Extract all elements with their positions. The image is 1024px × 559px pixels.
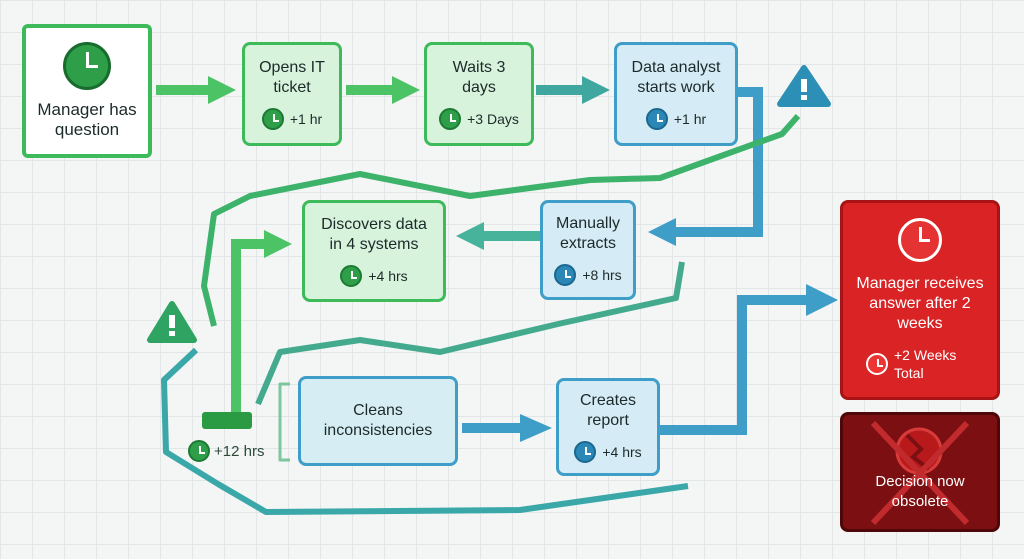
arrow-head [648, 218, 676, 246]
node-label: Manager has question [37, 100, 137, 139]
arrow-head [520, 414, 552, 442]
time-label: +8 hrs [582, 267, 622, 283]
node-analyst-starts: Data analyst starts work +1 hr [614, 42, 738, 146]
time-label: +1 hr [289, 111, 323, 127]
node-label: Decision now obsolete [875, 473, 965, 510]
bracket [278, 382, 290, 462]
time-label: +3 Days [467, 111, 519, 127]
time-label: +12 hrs [214, 442, 265, 460]
node-label: Opens IT ticket [259, 59, 325, 96]
clock-icon [645, 108, 668, 130]
node-opens-ticket: Opens IT ticket +1 hr [242, 42, 342, 146]
cleans-time: +12 hrs [188, 440, 264, 462]
node-label: Data analyst starts work [631, 59, 721, 96]
node-label: Waits 3 days [452, 59, 506, 96]
arrow-head [806, 284, 838, 316]
time-label: +4 hrs [368, 268, 408, 284]
clock-icon [898, 218, 942, 262]
arrow-head [208, 76, 236, 104]
time-label: +1 hr [673, 111, 707, 127]
time-label: +4 hrs [602, 444, 642, 460]
node-obsolete: Decision now obsolete [840, 412, 1000, 532]
node-creates-report: Creates report +4 hrs [556, 378, 660, 476]
process-bar [202, 412, 252, 429]
node-label: Cleans inconsistencies [323, 402, 433, 439]
arrow-head [264, 230, 292, 258]
broken-clock-icon [870, 420, 970, 526]
arrow-up-to-discover [231, 239, 266, 412]
node-receives-answer: Manager receives answer after 2 weeks +2… [840, 200, 1000, 400]
warning-icon [147, 301, 197, 343]
connector-arrows [156, 76, 838, 442]
loop-line-bottom [161, 347, 689, 515]
node-label: Manager receives answer after 2 weeks [856, 275, 984, 332]
loop-line-middle [255, 261, 685, 406]
arrow-head [392, 76, 420, 104]
arrow-head [582, 76, 610, 104]
node-manually-extracts: Manually extracts +8 hrs [540, 200, 636, 300]
loop-line-top [201, 114, 801, 327]
clock-icon [340, 265, 363, 287]
time-label: +2 Weeks Total [894, 347, 957, 381]
warning-icon [777, 65, 831, 107]
clock-icon [188, 440, 210, 462]
clock-icon [439, 108, 462, 130]
clock-icon [261, 108, 284, 130]
clock-icon [866, 353, 888, 375]
node-label: Discovers data in 4 systems [321, 216, 427, 253]
node-label: Creates report [579, 392, 637, 429]
node-discovers-data: Discovers data in 4 systems +4 hrs [302, 200, 446, 302]
node-label: Manually extracts [555, 215, 621, 252]
rework-loops [161, 114, 801, 515]
arrow-report-to-answer [660, 295, 810, 435]
node-waits: Waits 3 days +3 Days [424, 42, 534, 146]
node-manager-question: Manager has question [22, 24, 152, 158]
clock-icon [574, 441, 597, 463]
node-cleans: Cleans inconsistencies [298, 376, 458, 466]
clock-icon [63, 42, 111, 90]
arrow-analyst-to-extract [672, 87, 763, 237]
arrow-head [456, 222, 484, 250]
clock-icon [554, 264, 577, 286]
